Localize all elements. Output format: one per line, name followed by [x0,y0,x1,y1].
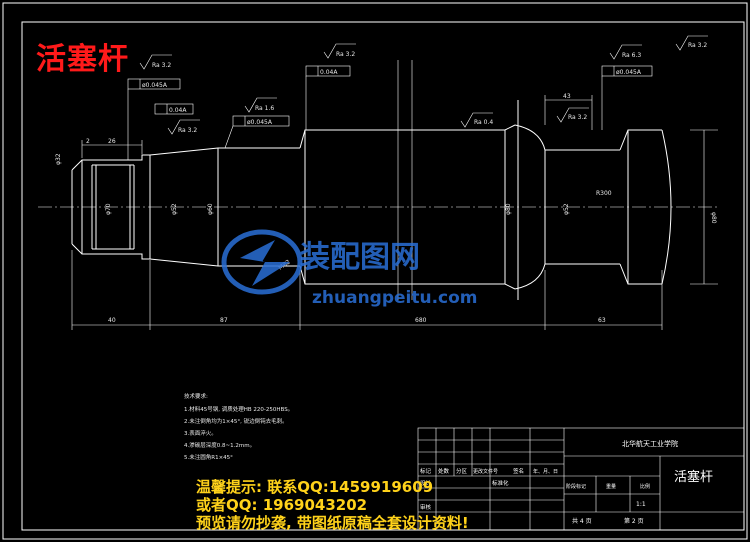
title-block-col-5: 签名 [513,467,524,475]
watermark-brand: 装配图网 [300,240,420,275]
title-block-stage-1: 阶段标记 [566,483,586,490]
title-block-col-4: 更改文件号 [473,468,498,475]
dim-87: 87 [220,317,228,324]
dim-40: 40 [108,317,116,324]
surface-finish-7: Ra 3.2 [336,51,355,58]
watermark-url: zhuangpeitu.com [312,288,478,308]
dim-phi80: φ80 [505,203,512,215]
tech-req-line-1: 1.材料45号钢, 调质处理HB 220-250HBS。 [184,405,293,413]
tech-req-line-3: 3.表面淬火。 [184,429,217,437]
title-block-row-review: 审核 [420,503,432,511]
surface-finish-symbols [139,35,708,135]
title-block-school: 北华航天工业学院 [622,439,678,448]
tolerance-frame-5: ø0.045A [616,69,642,76]
title-block-grid [417,427,745,531]
tech-req-line-5: 5.未注圆角R1×45° [184,453,233,461]
dim-phi52: φ52 [171,203,178,215]
surface-finish-top-right: Ra 3.2 [688,42,707,49]
tolerance-frame-1: ø0.045A [142,82,168,89]
notice-line-1: 温馨提示: 联系QQ:1459919609 [196,478,434,496]
surface-finish-4: Ra 0.4 [474,119,493,126]
title-block-col-3: 分区 [456,467,468,475]
notice-line-3: 预览请勿抄袭, 带图纸原稿全套设计资料! [196,514,469,532]
dim-phi52b: φ52 [563,203,570,215]
dim-phi60: φ60 [207,203,214,215]
extension-lines [71,60,705,330]
tolerance-frame-2: 0.04A [169,107,187,114]
tech-req-line-2: 2.未注倒角均为1×45°, 锐边倒钝去毛刺。 [184,417,288,425]
surface-finish-2: Ra 1.6 [255,105,274,112]
notice-line-2: 或者QQ: 1969043202 [196,496,368,514]
title-block-col-6: 年、月、日 [533,468,558,475]
title-block-drawing-name: 活塞杆 [674,469,713,485]
surface-finish-5: Ra 3.2 [568,114,587,121]
surface-finish-6: Ra 6.3 [622,52,641,59]
title-block-stage-3: 比例 [640,483,650,490]
title-block-sheets-total: 共 4 页 [572,517,592,525]
title-block-col-1: 标记 [420,467,432,475]
dim-r300: R300 [596,190,612,197]
dim-26: 26 [108,138,116,145]
title-block-col-2: 处数 [438,467,450,475]
title-block-standard: 标准化 [492,479,509,487]
tolerance-frame-4: ø0.045A [247,119,273,126]
dim-c2: 2 [86,138,90,145]
dim-phi70: φ70 [105,203,112,215]
surface-finish-3: Ra 3.2 [178,127,197,134]
title-block-stage-2: 重量 [606,483,616,490]
tolerance-frame-boxes [127,65,653,160]
dimension-lines [72,99,718,326]
title-block-row-design: 设计 [420,479,432,487]
dim-phi80b: φ80 [710,212,717,224]
watermark-logo-icon [221,229,303,295]
inner-border [21,21,745,531]
title-block-scale: 1:1 [636,501,646,508]
dim-43: 43 [563,93,571,100]
tech-req-line-4: 4.渗碳层深度0.8~1.2mm。 [184,441,255,449]
piston-rod-outline [71,100,672,300]
tolerance-frame-3: 0.04A [320,69,338,76]
tech-req-heading: 技术要求: [184,392,208,400]
dim-phi32: φ32 [55,153,62,165]
dim-63: 63 [598,317,606,324]
title-block-sheet-no: 第 2 页 [624,517,644,525]
surface-finish-1: Ra 3.2 [152,62,171,69]
drawing-title: 活塞杆 [36,42,129,77]
dim-680: 680 [415,317,427,324]
